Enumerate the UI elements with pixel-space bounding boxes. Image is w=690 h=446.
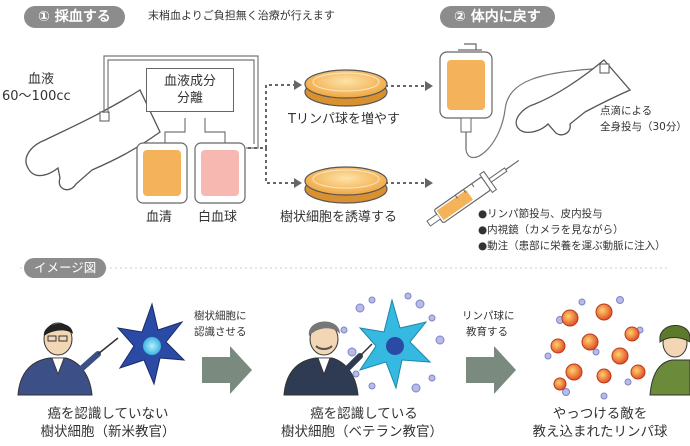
- section-1-note: 末梢血よりご負担無く治療が行えます: [148, 9, 335, 22]
- petri-dish-icon: [304, 166, 388, 204]
- petri-dish-icon: [304, 69, 388, 107]
- dendritic-cell-icon: [340, 292, 445, 393]
- caption-3-line-1: やっつける敵を: [552, 406, 648, 422]
- infusion-line-1: 点滴による: [600, 105, 653, 117]
- wbc-bag-icon: [194, 142, 246, 204]
- separation-line-1: 血液成分: [163, 74, 216, 89]
- culture-arrows: [248, 84, 425, 184]
- infusion-line-2: 全身投与（30分）: [600, 121, 687, 133]
- iv-tube: [465, 67, 607, 158]
- administration-methods: ●リンパ節投与、皮内投与 ●内視鏡（カメラを見ながら） ●動注（患部に栄養を運ぶ…: [478, 206, 666, 254]
- separation-box: 血液成分 分離: [146, 68, 234, 112]
- t-cell-label: Tリンパ球を増やす: [288, 112, 400, 127]
- patient-arm: [515, 59, 632, 136]
- step-a-line-1: 樹状細胞に: [194, 310, 247, 322]
- iv-bag-icon: [439, 43, 493, 150]
- method-item: ●動注（患部に栄養を運ぶ動脈に注入）: [478, 240, 666, 252]
- step-arrow: [466, 346, 516, 394]
- caption-2-line-1: 癌を認識している: [310, 406, 418, 422]
- novice-teacher-icon: [17, 322, 119, 396]
- step-b-line-1: リンパ球に: [462, 310, 515, 322]
- blood-amount: 60〜100cc: [2, 89, 71, 104]
- method-item: ●内視鏡（カメラを見ながら）: [478, 224, 624, 236]
- step-a-line-2: 認識させる: [194, 326, 247, 338]
- section-1-number: ①: [38, 9, 50, 25]
- separation-line-2: 分離: [176, 91, 203, 106]
- section-1-title: 採血する: [54, 9, 111, 25]
- section-2-badge: ② 体内に戻す: [440, 6, 555, 28]
- blood-label: 血液: [28, 72, 55, 87]
- caption-1-line-2: 樹状細胞（新米教官）: [40, 424, 176, 440]
- serum-label: 血清: [146, 210, 173, 225]
- syringe-icon: [426, 159, 520, 227]
- dendritic-label: 樹状細胞を誘導する: [280, 210, 398, 225]
- serum-bag-icon: [136, 142, 188, 204]
- caption-3-line-2: 教え込まれたリンパ球: [532, 424, 668, 440]
- section-1-badge: ① 採血する: [24, 6, 125, 28]
- section-2-title: 体内に戻す: [470, 9, 541, 25]
- step-arrow: [202, 346, 252, 394]
- caption-2-line-2: 樹状細胞（ベテラン教官）: [281, 424, 443, 440]
- wbc-label: 白血球: [198, 210, 238, 225]
- soldier-icon: [649, 325, 690, 396]
- lymphocyte-cluster-icon: [544, 296, 646, 400]
- veteran-teacher-icon: [283, 321, 373, 396]
- step-b-line-2: 教育する: [466, 326, 508, 338]
- method-item: ●リンパ節投与、皮内投与: [478, 208, 603, 220]
- image-badge: イメージ図: [24, 258, 107, 278]
- caption-1-line-1: 癌を認識していない: [47, 406, 169, 422]
- section-2-number: ②: [454, 9, 466, 25]
- dendritic-cell-icon: [116, 302, 186, 386]
